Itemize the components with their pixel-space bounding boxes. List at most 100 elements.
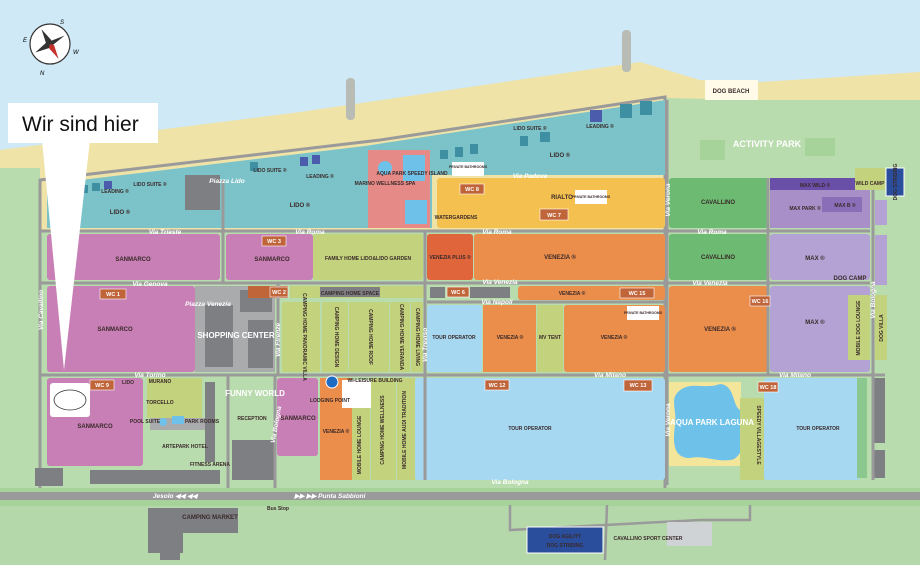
svg-text:Via Roma: Via Roma [482,229,512,236]
zone-mv-tent [537,305,563,372]
compass-icon: S E W N [23,20,80,77]
label-sanmarco: SANMARCO [280,416,316,422]
svg-text:N: N [40,71,45,77]
label-tour-operator: TOUR OPERATOR [796,426,840,432]
zone-venezia [669,286,768,372]
zone-venezia-plus [427,234,473,280]
label-leading: LEADING ® [101,188,129,195]
label-sanmarco: SANMARCO [254,257,290,263]
svg-text:Via Verona: Via Verona [665,403,672,437]
svg-text:Via Venezia: Via Venezia [692,280,728,287]
svg-text:WC 7: WC 7 [547,213,561,219]
label-venezia: VENEZIA ® [559,290,586,297]
callout-text: Wir sind hier [22,113,139,136]
label-fitness-arena: FITNESS ARENA [190,462,230,468]
zone-sanmarco [47,286,195,372]
svg-text:E: E [23,38,28,44]
lagoon-pool [673,384,747,461]
zone-wild-camp [855,168,885,190]
label-aqua-park-speedy: AQUA PARK SPEEDY ISLAND [376,171,448,177]
svg-text:Via Roma: Via Roma [295,229,325,236]
label-aqua-park-laguna: AQUA PARK LAGUNA [670,418,754,427]
svg-text:S: S [60,20,64,26]
svg-text:Via Trieste: Via Trieste [149,229,182,236]
zone-venezia [483,305,536,372]
label-piazza-venezia: Piazza Venezia [185,301,231,308]
parking [232,440,274,480]
label-camping-home: CAMPING HOME DESIGN [333,307,339,368]
main-road [0,492,920,500]
label-watergardens: WATERGARDENS [435,215,478,221]
label-camping-home: CAMPING HOME LIVING [414,308,420,366]
label-camping-home: CAMPING HOME WELLNESS [380,395,386,465]
label-lodging-point: LODGING POINT [310,398,350,404]
zone-max-wild [770,178,870,190]
zone-tour-operator [764,378,860,480]
svg-text:WC 12: WC 12 [489,383,506,389]
svg-text:WC 18: WC 18 [760,385,777,391]
label-sanmarco: SANMARCO [115,257,151,263]
mobile-home-blocks [352,378,415,480]
camping-home-blocks [282,302,423,372]
label-cavallino: CAVALLINO [701,255,735,261]
label-pool-suite: POOL SUITE [130,419,161,425]
label-dog-beach: DOG BEACH [713,89,750,95]
label-park-rooms: PARK ROOMS [185,419,220,425]
label-dog-agility: DOG AGILITY [549,534,582,540]
zone-rialto [437,178,665,228]
logo [50,383,90,417]
svg-text:Via Cavallino: Via Cavallino [38,290,45,330]
label-family-home: FAMILY HOME LIDO&LIDO GARDEN [325,256,412,262]
zone-family-home [313,234,423,280]
label-venezia: VENEZIA ® [323,428,350,435]
label-cavallino: CAVALLINO [701,200,735,206]
svg-text:WC 15: WC 15 [629,291,646,297]
label-dog-villa: DOG VILLA [879,314,885,342]
label-mv-tent: MV TENT [539,335,561,341]
zone-sanmarco [277,378,318,456]
label-lido: LIDO ® [110,209,131,216]
label-max: MAX ® [805,255,825,262]
label-reception: RECEPTION [237,416,267,422]
label-lido: LIDO ® [550,152,571,159]
svg-text:WC 8: WC 8 [465,187,479,193]
label-mobile-home: MOBILE HOME AUDI TRADITION [402,391,408,469]
dog-agility-area [526,526,604,554]
label-bus-stop: Bus Stop [267,506,289,512]
label-leisure-building: WI-LEISURE BUILDING [348,378,403,384]
label-artepark-hotel: ARTEPARK HOTEL [162,444,208,450]
label-murano: MURANO [149,379,172,385]
label-camping-market: CAMPING MARKET [182,515,238,521]
wc-markers: WC 1 WC 2 WC 3 WC 6 WC 7 WC 8 WC 9 WC 12… [89,183,779,393]
svg-text:W: W [73,50,80,56]
label-rialto: RIALTO ® [551,194,579,201]
svg-text:WC 6: WC 6 [451,290,465,296]
sport-center-area [667,522,712,546]
zone-venezia [474,234,665,280]
label-max-b: MAX B ® [834,202,856,209]
dog-beach-sign [705,80,758,100]
lodging-point-icon [325,375,339,389]
pool-icon [378,161,392,175]
zone-sanmarco [47,234,220,280]
label-lido-suite: LIDO SUITE ® [513,125,546,132]
label-max-park: MAX PARK ® [789,205,821,212]
roads [40,100,885,500]
zone-max [770,286,870,372]
building-piazza-lido [185,175,220,210]
label-dog-striding: DOG STRIDING [547,543,584,549]
zone-labels: LIDO ® LIDO ® LIDO ® LIDO SUITE ® LIDO S… [77,123,885,474]
svg-text:WC 16: WC 16 [752,299,769,305]
label-max-wild: MAX WILD ® [800,182,831,189]
label-lido-suite: LIDO SUITE ® [133,181,166,188]
label-tour-operator: TOUR OPERATOR [508,426,552,432]
you-are-here-callout: Wir sind hier [8,103,158,370]
svg-text:WC 3: WC 3 [267,239,281,245]
svg-text:Via Bologna: Via Bologna [491,479,529,486]
svg-text:Via Milano: Via Milano [594,372,626,379]
zone-max [770,234,870,280]
label-funny-world: FUNNY WORLD [225,389,285,398]
tree-icon [346,30,631,120]
label-camping-home: CAMPING HOME ROOF [367,309,373,365]
